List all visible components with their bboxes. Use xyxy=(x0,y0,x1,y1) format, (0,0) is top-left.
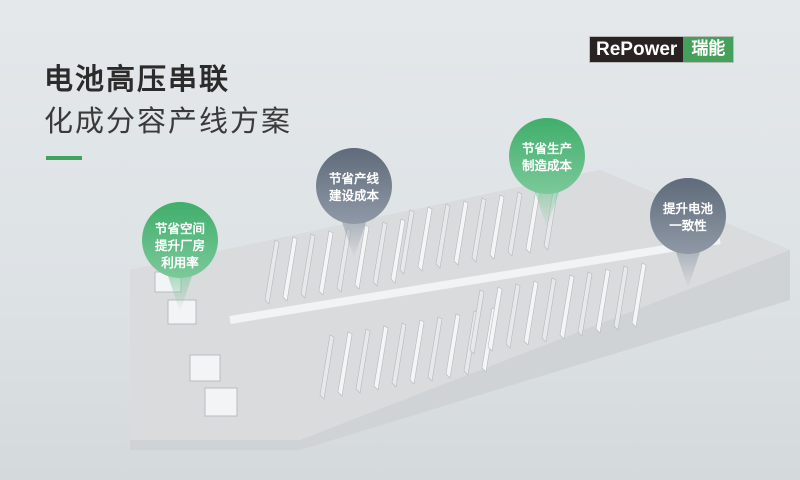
title-line-1: 电池高压串联 xyxy=(44,62,231,96)
rack xyxy=(355,328,371,394)
pin-text: 制造成本 xyxy=(521,158,572,173)
rack xyxy=(409,319,425,385)
rack xyxy=(427,316,443,382)
pin-text: 提升厂房 xyxy=(154,238,205,253)
rack xyxy=(487,286,503,352)
rack xyxy=(577,271,593,337)
rack xyxy=(523,280,539,346)
pin-text: 提升电池 xyxy=(662,201,713,216)
rack xyxy=(372,221,388,287)
rack xyxy=(453,200,469,266)
rack xyxy=(264,239,280,305)
rack xyxy=(469,289,485,355)
pin-text: 一致性 xyxy=(669,218,707,233)
pin-battery-consistency: 提升电池 一致性 xyxy=(650,178,726,288)
rack xyxy=(471,197,487,263)
pin-save-production-cost: 节省生产 制造成本 xyxy=(509,118,585,228)
rack xyxy=(505,283,521,349)
rack xyxy=(373,325,389,391)
rack xyxy=(445,313,461,379)
pin-save-line-cost: 节省产线 建设成本 xyxy=(316,148,392,258)
rack xyxy=(595,268,611,334)
pin-text: 利用率 xyxy=(161,255,199,270)
pin-text: 节省生产 xyxy=(521,141,572,156)
rack xyxy=(507,191,523,257)
rack xyxy=(390,218,406,284)
rack xyxy=(399,209,415,275)
rack xyxy=(319,334,335,400)
title-line-2: 化成分容产线方案 xyxy=(44,104,293,138)
rack xyxy=(541,277,557,343)
rack xyxy=(631,262,647,328)
rack xyxy=(613,265,629,331)
pin-text: 节省产线 xyxy=(328,171,379,186)
rack xyxy=(559,274,575,340)
logo-cn: 瑞能 xyxy=(683,37,734,62)
logo-en: RePower xyxy=(590,37,684,62)
pin-text: 节省空间 xyxy=(154,221,205,236)
accent-bar xyxy=(46,156,82,160)
rack-group xyxy=(264,185,647,400)
rack xyxy=(391,322,407,388)
pin-text: 建设成本 xyxy=(328,188,379,203)
repower-logo: RePower 瑞能 xyxy=(589,36,735,63)
rack xyxy=(282,236,298,302)
rack xyxy=(318,230,334,296)
conveyor xyxy=(229,236,721,324)
rack xyxy=(435,203,451,269)
rack xyxy=(489,194,505,260)
rack xyxy=(337,331,353,397)
rack xyxy=(354,224,370,290)
pin-save-space: 节省空间 提升厂房 利用率 xyxy=(142,202,218,312)
rack xyxy=(417,206,433,272)
rack xyxy=(300,233,316,299)
